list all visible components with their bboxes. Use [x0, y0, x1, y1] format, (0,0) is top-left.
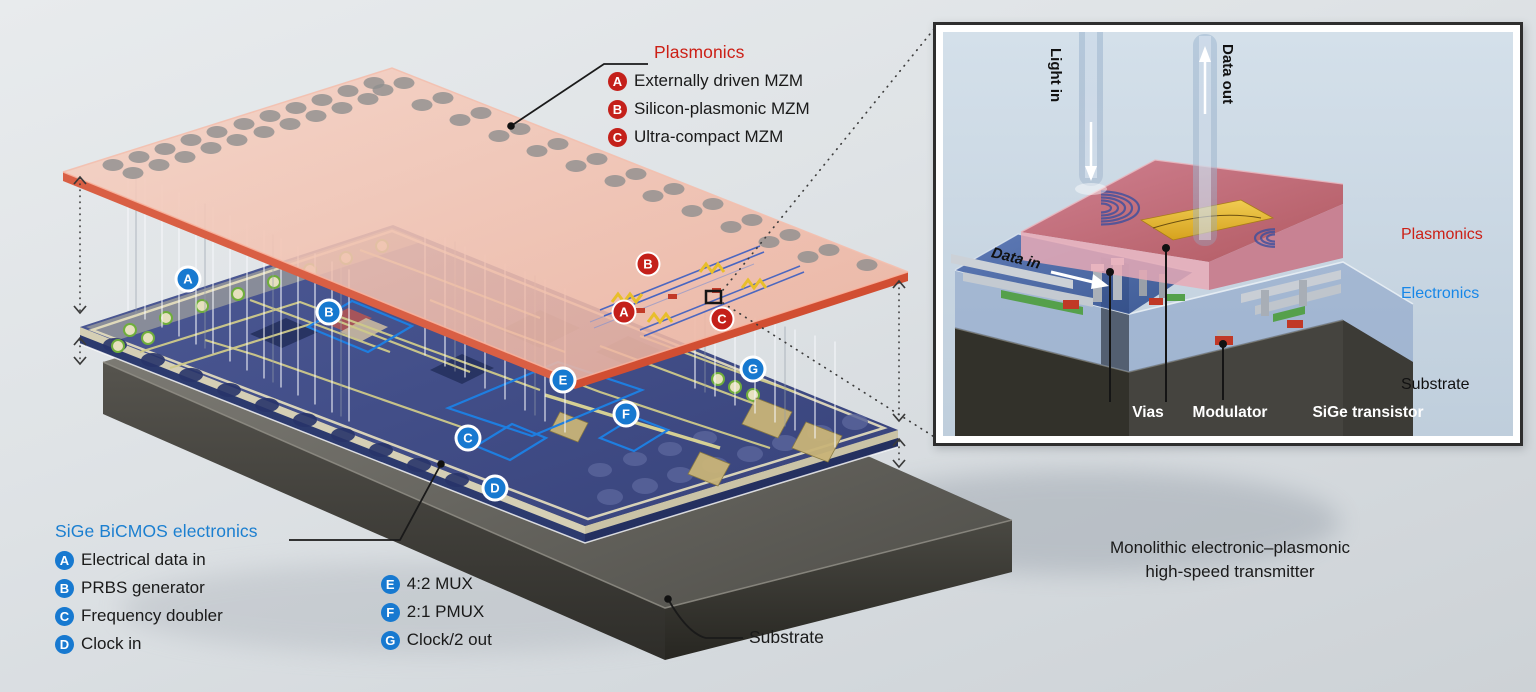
chip-marker-plasmonic-b: B: [637, 253, 659, 275]
inset-plasmonics-label: Plasmonics: [1401, 226, 1483, 243]
chip-marker-electronic-g: G: [742, 358, 764, 380]
marker-badge-a: A: [55, 550, 74, 570]
light-in-label: Light in: [1047, 48, 1064, 103]
legend-item-label: Clock/2 out: [406, 630, 492, 649]
legend-item-label: Ultra-compact MZM: [634, 127, 784, 146]
legend-item: C Ultra-compact MZM: [608, 127, 810, 147]
inset-leader-dots: [1106, 244, 1227, 348]
marker-badge-b: B: [55, 578, 74, 598]
plasmonic-pads-left: [102, 77, 385, 179]
electronics-legend-title: SiGe BiCMOS electronics: [55, 521, 258, 541]
plasmonics-legend: Plasmonics A Externally driven MZM B Sil…: [608, 42, 810, 147]
marker-badge-f: F: [380, 602, 400, 622]
data-out-beam: [1193, 34, 1217, 246]
chip-marker-electronic-e: E: [552, 369, 574, 391]
chip-marker-electronic-b: B: [318, 301, 340, 323]
legend-item-label: PRBS generator: [81, 578, 205, 597]
leader-lines: [289, 63, 743, 639]
inset-content: Light in Data out Data in Plasmonics Ele…: [943, 32, 1513, 436]
spacing-arrows: [73, 175, 906, 469]
cross-section-illustration: [943, 32, 1513, 436]
leader-dots: [437, 122, 672, 603]
chip-marker-electronic-f: F: [615, 403, 637, 425]
caption-line-2: high-speed transmitter: [1145, 562, 1315, 582]
substrate-label: Substrate: [749, 627, 824, 647]
zoom-region-marker: [704, 28, 937, 439]
marker-badge-c: C: [55, 606, 74, 626]
chip-marker-plasmonic-c: C: [711, 308, 733, 330]
plasmonics-board: [62, 67, 909, 389]
sige-transistor-label: SiGe transistor: [1312, 404, 1424, 421]
marker-badge-d: D: [55, 634, 74, 654]
legend-item-label: Silicon-plasmonic MZM: [634, 99, 810, 118]
chip-marker-electronic-a: A: [177, 268, 199, 290]
chip-marker-electronic-c: C: [457, 427, 479, 449]
legend-item-label: Electrical data in: [81, 550, 206, 569]
grating-coupler: [1101, 190, 1275, 248]
legend-item: B Silicon-plasmonic MZM: [608, 99, 810, 119]
modulator-label: Modulator: [1192, 404, 1268, 421]
inset-caption: Monolithic electronic–plasmonic high-spe…: [935, 536, 1525, 584]
chip-marker-plasmonic-a: A: [613, 301, 635, 323]
marker-badge-a: A: [608, 71, 627, 91]
electronics-legend-column-1: A Electrical data in B PRBS generator C Fre…: [55, 542, 223, 654]
inset-leader-lines: [1109, 248, 1224, 402]
legend-item-label: Frequency doubler: [81, 606, 223, 625]
legend-item-label: Clock in: [81, 634, 142, 653]
marker-badge-c: C: [608, 127, 627, 147]
inset-panel: Light in Data out Data in Plasmonics Ele…: [933, 22, 1523, 446]
electronics-legend: SiGe BiCMOS electronics A Electrical data…: [55, 521, 492, 654]
marker-badge-e: E: [380, 574, 400, 594]
inset-substrate-label: Substrate: [1401, 376, 1470, 393]
legend-item-label: 4:2 MUX: [406, 574, 473, 593]
legend-item: A Externally driven MZM: [608, 71, 810, 91]
marker-badge-g: G: [380, 630, 400, 650]
chip-marker-electronic-d: D: [484, 477, 506, 499]
plasmonic-pads-right: [372, 77, 878, 271]
gold-pads: [549, 397, 843, 487]
light-in-beam: [1075, 32, 1107, 195]
legend-item-label: 2:1 PMUX: [406, 602, 485, 621]
electronics-legend-column-2: E 4:2 MUX F 2:1 PMUX G Clock/2 out: [380, 566, 492, 654]
pad-row-front: [103, 338, 469, 487]
plasmonics-legend-title: Plasmonics: [654, 42, 745, 62]
mzm-phase-shifters: [610, 261, 768, 325]
inset-electronics-label: Electronics: [1401, 285, 1480, 302]
legend-item-label: Externally driven MZM: [634, 71, 804, 90]
caption-line-1: Monolithic electronic–plasmonic: [1109, 538, 1350, 557]
data-out-label: Data out: [1219, 44, 1236, 104]
vias-label: Vias: [1132, 404, 1164, 421]
data-in-arrow: [1050, 270, 1109, 289]
marker-badge-b: B: [608, 99, 627, 119]
